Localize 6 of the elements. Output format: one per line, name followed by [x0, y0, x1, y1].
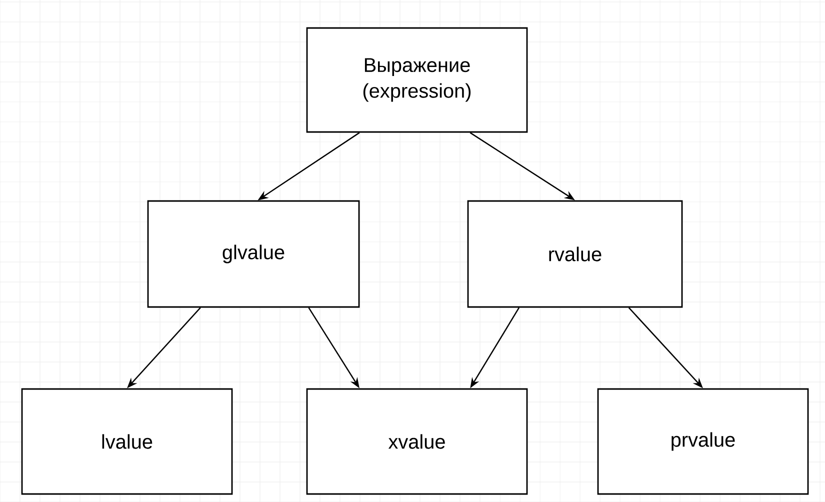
process-box: prvalue: [597, 388, 809, 495]
process-box: xvalue: [306, 388, 528, 495]
process-box: glvalue: [147, 200, 360, 308]
process-box: rvalue: [467, 200, 683, 308]
process-box: Выражение (expression): [306, 27, 528, 133]
process-box: lvalue: [21, 388, 233, 495]
